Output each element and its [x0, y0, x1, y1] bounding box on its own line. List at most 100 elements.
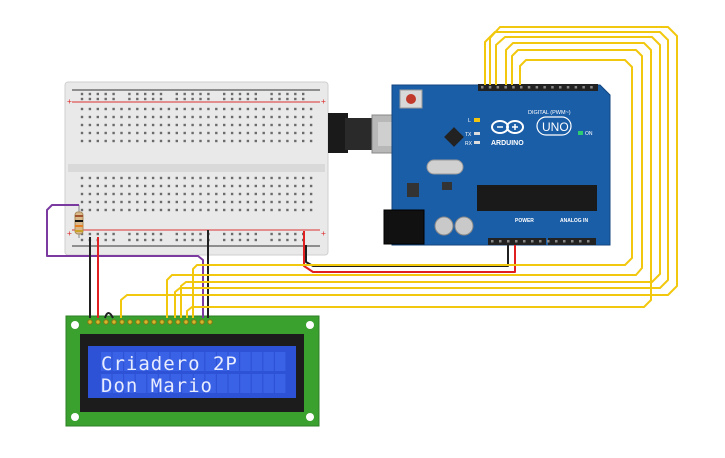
- breadboard-hole[interactable]: [270, 123, 273, 127]
- breadboard-hole[interactable]: [278, 200, 281, 204]
- arduino-uno-board[interactable]: DIGITAL (PWM~) L TX RX ARDUINO UNO ON: [383, 84, 611, 246]
- breadboard-hole[interactable]: [191, 131, 194, 135]
- breadboard-hole[interactable]: [88, 208, 92, 212]
- rail-hole[interactable]: [191, 97, 194, 101]
- power-pin[interactable]: [491, 240, 494, 243]
- rail-hole[interactable]: [144, 92, 147, 96]
- rail-hole[interactable]: [191, 232, 194, 236]
- breadboard-hole[interactable]: [96, 192, 99, 196]
- breadboard-hole[interactable]: [223, 200, 226, 204]
- breadboard-hole[interactable]: [80, 192, 84, 196]
- breadboard-hole[interactable]: [144, 123, 147, 127]
- breadboard-hole[interactable]: [151, 107, 155, 111]
- breadboard-hole[interactable]: [262, 139, 265, 143]
- breadboard-hole[interactable]: [207, 176, 210, 180]
- breadboard-hole[interactable]: [286, 208, 289, 212]
- breadboard-hole[interactable]: [112, 107, 115, 111]
- rail-hole[interactable]: [278, 97, 281, 101]
- rail-hole[interactable]: [144, 232, 147, 236]
- rail-hole[interactable]: [112, 232, 115, 236]
- breadboard-hole[interactable]: [254, 115, 257, 119]
- breadboard-hole[interactable]: [88, 107, 92, 111]
- breadboard-hole[interactable]: [104, 107, 107, 111]
- breadboard-hole[interactable]: [223, 115, 226, 119]
- rail-hole[interactable]: [294, 92, 297, 96]
- rail-hole[interactable]: [199, 92, 202, 96]
- rail-hole[interactable]: [88, 232, 92, 236]
- breadboard-hole[interactable]: [238, 184, 242, 188]
- rail-hole[interactable]: [96, 232, 99, 236]
- data-wire-d7[interactable]: [192, 59, 633, 318]
- rail-hole[interactable]: [254, 238, 257, 242]
- breadboard-hole[interactable]: [80, 200, 84, 204]
- breadboard-hole[interactable]: [167, 115, 171, 119]
- breadboard-hole[interactable]: [136, 123, 139, 127]
- breadboard-hole[interactable]: [215, 208, 218, 212]
- breadboard-hole[interactable]: [270, 184, 273, 188]
- breadboard-hole[interactable]: [104, 115, 107, 119]
- rail-hole[interactable]: [223, 238, 226, 242]
- rail-hole[interactable]: [302, 92, 305, 96]
- rail-hole[interactable]: [223, 92, 226, 96]
- rail-hole[interactable]: [270, 92, 273, 96]
- breadboard-hole[interactable]: [120, 131, 123, 135]
- breadboard-hole[interactable]: [191, 115, 194, 119]
- rail-hole[interactable]: [112, 92, 115, 96]
- breadboard-hole[interactable]: [270, 200, 273, 204]
- rail-hole[interactable]: [230, 92, 234, 96]
- rail-hole[interactable]: [270, 232, 273, 236]
- breadboard-hole[interactable]: [159, 123, 163, 127]
- breadboard-hole[interactable]: [270, 176, 273, 180]
- breadboard-hole[interactable]: [128, 176, 131, 180]
- digital-pin[interactable]: [559, 86, 562, 89]
- digital-pin[interactable]: [590, 86, 593, 89]
- digital-pin[interactable]: [481, 86, 484, 89]
- rail-hole[interactable]: [151, 92, 155, 96]
- breadboard-hole[interactable]: [246, 176, 250, 180]
- power-pin[interactable]: [555, 240, 558, 243]
- breadboard-hole[interactable]: [96, 200, 99, 204]
- breadboard-hole[interactable]: [199, 184, 202, 188]
- breadboard-holes[interactable]: [80, 92, 313, 242]
- rail-hole[interactable]: [104, 232, 107, 236]
- breadboard-hole[interactable]: [191, 184, 194, 188]
- rail-hole[interactable]: [294, 238, 297, 242]
- rail-hole[interactable]: [159, 232, 163, 236]
- rail-hole[interactable]: [183, 238, 186, 242]
- breadboard-hole[interactable]: [112, 131, 115, 135]
- breadboard-hole[interactable]: [246, 184, 250, 188]
- breadboard-hole[interactable]: [278, 192, 281, 196]
- rail-hole[interactable]: [80, 97, 84, 101]
- breadboard-hole[interactable]: [159, 107, 163, 111]
- breadboard-hole[interactable]: [215, 131, 218, 135]
- resistor[interactable]: [74, 205, 84, 238]
- power-pin[interactable]: [499, 240, 502, 243]
- breadboard-hole[interactable]: [112, 176, 115, 180]
- breadboard-hole[interactable]: [302, 131, 305, 135]
- breadboard-hole[interactable]: [230, 139, 234, 143]
- breadboard-hole[interactable]: [175, 176, 178, 180]
- digital-pin[interactable]: [520, 86, 523, 89]
- breadboard-hole[interactable]: [254, 200, 257, 204]
- breadboard-hole[interactable]: [136, 139, 139, 143]
- breadboard-hole[interactable]: [175, 115, 178, 119]
- power-pin[interactable]: [539, 240, 542, 243]
- breadboard-hole[interactable]: [191, 107, 194, 111]
- breadboard-hole[interactable]: [207, 107, 210, 111]
- breadboard-hole[interactable]: [136, 115, 139, 119]
- breadboard-hole[interactable]: [286, 184, 289, 188]
- breadboard-hole[interactable]: [309, 192, 313, 196]
- breadboard-hole[interactable]: [207, 139, 210, 143]
- breadboard-hole[interactable]: [286, 107, 289, 111]
- rail-hole[interactable]: [151, 232, 155, 236]
- rail-hole[interactable]: [104, 92, 107, 96]
- breadboard-hole[interactable]: [136, 184, 139, 188]
- breadboard-hole[interactable]: [183, 131, 186, 135]
- breadboard-hole[interactable]: [309, 131, 313, 135]
- breadboard-hole[interactable]: [207, 115, 210, 119]
- rail-hole[interactable]: [199, 97, 202, 101]
- breadboard-hole[interactable]: [136, 107, 139, 111]
- digital-pin[interactable]: [512, 86, 515, 89]
- breadboard-hole[interactable]: [183, 107, 186, 111]
- breadboard-hole[interactable]: [175, 123, 178, 127]
